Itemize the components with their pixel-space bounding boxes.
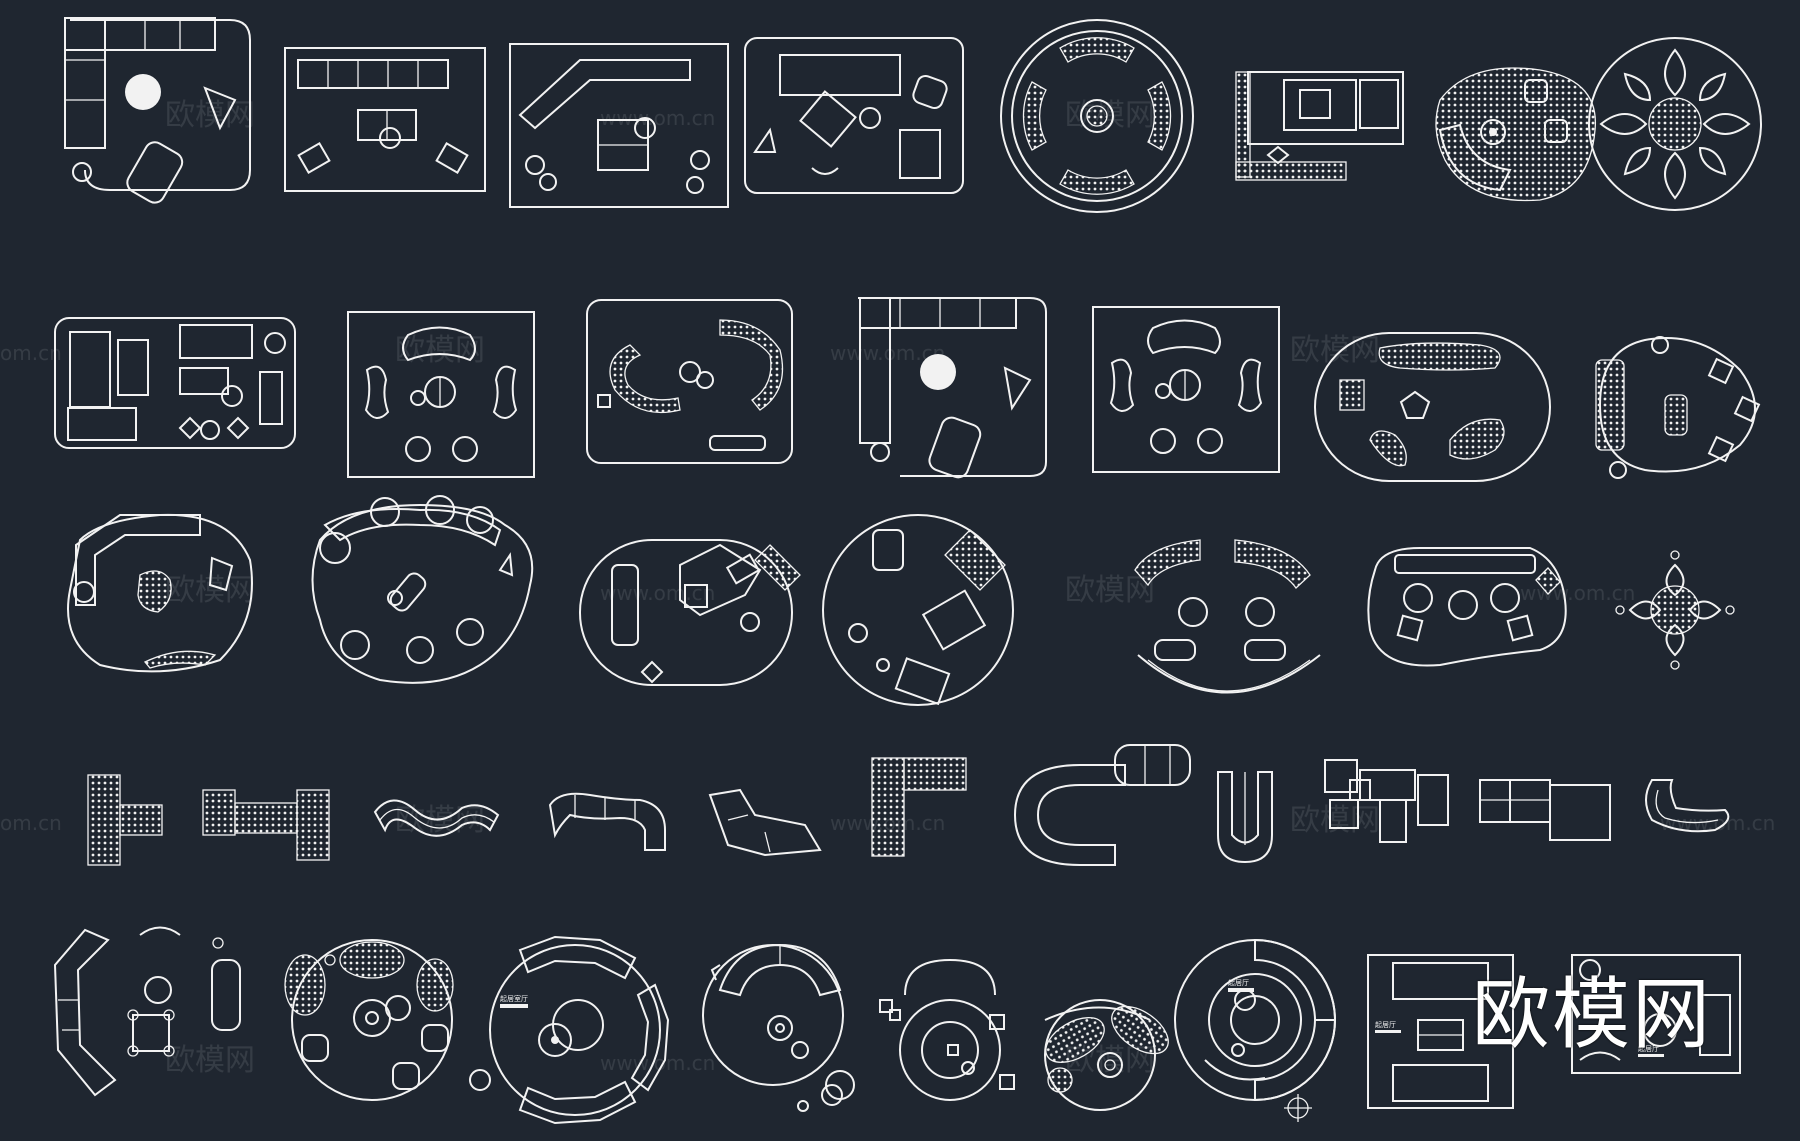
block-dotted-h-module [202, 789, 330, 861]
watermark: www.om.cn [1660, 811, 1775, 835]
block-chaise-lounge [1645, 779, 1730, 833]
block-arc-lounge-set [53, 926, 241, 1097]
block-floral-medallion [1615, 550, 1735, 670]
block-dotted-t-module [87, 774, 163, 866]
block-rounded-u-sofa [1217, 771, 1273, 864]
watermark: www.om.cn [600, 106, 715, 130]
watermark: 欧模网 [1290, 803, 1380, 838]
block-semicircle-room: 起居厅 [1174, 938, 1337, 1122]
block-round-floral [1588, 37, 1762, 211]
block-round-chair-set [879, 958, 1015, 1101]
block-block-sectional [1479, 779, 1611, 841]
block-organic-sectional [311, 495, 534, 684]
block-oval-office-set [579, 539, 801, 686]
watermark: om.cn [0, 341, 62, 365]
room-tag: 起居室厅 [500, 994, 528, 1003]
block-block-cluster [1324, 759, 1449, 843]
block-wave-sofa [373, 799, 500, 837]
block-horseshoe-set [702, 943, 855, 1112]
block-s-curve-sofa [548, 792, 666, 851]
block-round-theater [1000, 19, 1194, 213]
block-kidney-seating-2 [1092, 306, 1280, 473]
block-petal-pair [1044, 999, 1169, 1111]
block-sofa-set-rect [284, 47, 486, 192]
block-dotted-l-module [871, 757, 967, 857]
block-sofa-set-angled [509, 43, 729, 208]
block-arc-seating [1134, 539, 1321, 694]
room-tag: 起居厅 [1228, 979, 1249, 987]
watermark: om.cn [0, 811, 62, 835]
block-loop-lounge [1595, 336, 1761, 479]
room-tag: 起居厅 [1638, 1045, 1659, 1053]
watermark: 欧模网 [1065, 573, 1155, 608]
watermark: 欧模网 [395, 333, 485, 368]
block-angled-sofa [708, 788, 822, 857]
watermark-layer: 欧模网 www.om.cn 欧模网 欧模网 www.om.cn 欧模网 om.c… [0, 98, 1775, 1078]
block-freeform-bar [1367, 547, 1567, 667]
block-rect-lounge-pair: 起居厅 起居厅 [1367, 954, 1741, 1109]
block-round-mixed-set [822, 514, 1014, 706]
block-curved-sofa-pair [586, 299, 793, 464]
block-round-room: 起居室厅 [469, 935, 670, 1125]
watermark: 欧模网 [1065, 98, 1155, 133]
block-sofa-set-compact [1235, 71, 1404, 181]
block-u-curve-sofa [1013, 744, 1191, 866]
block-oval-lounge [1314, 332, 1551, 482]
block-sofa-set-grid [54, 317, 296, 449]
room-tag: 起居厅 [1375, 1021, 1396, 1029]
block-sofa-set-modular [744, 37, 964, 194]
watermark: 欧模网 [395, 803, 485, 838]
watermark: www.om.cn [1520, 581, 1635, 605]
block-round-cluster [284, 939, 454, 1101]
watermark: 欧模网 [1290, 333, 1380, 368]
block-blob-corner-sofa [67, 513, 253, 673]
brand-logo: 欧模网 [1472, 970, 1713, 1060]
watermark: 欧模网 [165, 1043, 255, 1078]
block-sofa-set-l-shape-2 [858, 297, 1047, 479]
block-sofa-set-l-shape [64, 17, 251, 204]
block-kidney-seating-1 [347, 311, 535, 478]
block-organic-lounge [1435, 67, 1597, 202]
